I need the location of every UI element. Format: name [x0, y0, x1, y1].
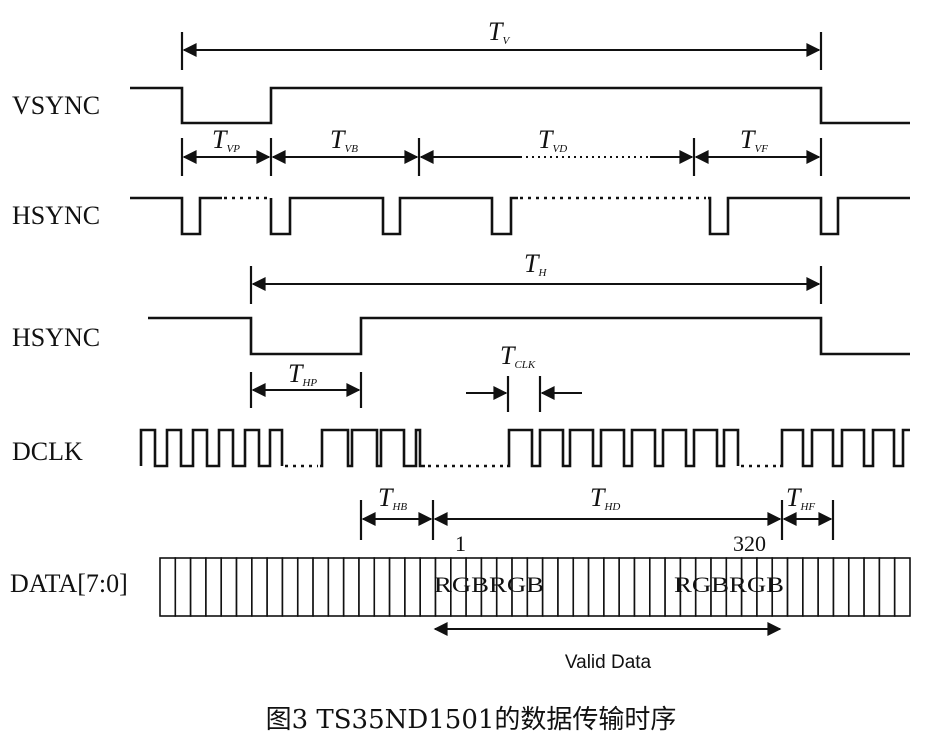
svg-text:TVP: TVP — [212, 125, 240, 155]
data-bus-label: DATA[7:0] — [10, 569, 128, 598]
tclk-sub: CLK — [514, 359, 535, 371]
data-bus-cell — [786, 557, 804, 617]
thd-label: T — [590, 483, 606, 512]
data-bus-cell — [159, 557, 177, 617]
th-label: T — [524, 249, 540, 278]
rgb-group-end: RGBRGB — [674, 572, 784, 597]
tv-sub: V — [502, 35, 510, 47]
hsync-frame-wave — [130, 196, 910, 236]
horizontal-data-dimensions: THB THD THF 1 320 — [359, 483, 835, 556]
data-bus-cell — [358, 557, 376, 617]
valid-data-label: Valid Data — [565, 652, 652, 673]
tvb-label: T — [330, 125, 346, 154]
hsync-frame-label: HSYNC — [12, 201, 100, 230]
svg-text:THD: THD — [590, 483, 620, 513]
thp-sub: HP — [301, 377, 317, 389]
data-bus-cell — [189, 557, 207, 617]
tv-dimension: TV — [180, 17, 823, 70]
svg-text:TVF: TVF — [740, 125, 768, 155]
data-bus-cell — [235, 557, 253, 617]
svg-text:THF: THF — [786, 483, 815, 513]
svg-text:THB: THB — [378, 483, 407, 513]
tvd-sub: VD — [552, 143, 567, 155]
figure-caption: 图3 TS35ND1501的数据传输时序 — [266, 705, 677, 735]
thp-label: T — [288, 359, 304, 388]
data-bus-cell — [802, 557, 819, 617]
hsync-line-label: HSYNC — [12, 323, 100, 352]
th-sub: H — [537, 267, 547, 279]
data-bus-cell — [557, 557, 575, 617]
data-bus-cell — [618, 557, 636, 617]
data-bus-cell — [266, 557, 284, 617]
vertical-period-dimensions: TVP TVB TVD TVF — [180, 125, 823, 176]
thf-sub: HF — [799, 501, 815, 513]
data-bus-cell — [817, 557, 835, 617]
data-bus-cell — [281, 557, 299, 617]
data-bus-cell — [648, 557, 666, 617]
svg-text:THP: THP — [288, 359, 317, 389]
tvp-sub: VP — [226, 143, 240, 155]
tclk-label: T — [500, 341, 516, 370]
data-bus-cell — [541, 557, 559, 617]
data-bus-cell — [603, 557, 620, 617]
tv-label: T — [488, 17, 504, 46]
data-bus-cell — [373, 557, 391, 617]
svg-text:TVD: TVD — [538, 125, 567, 155]
data-bus-cell — [863, 557, 881, 617]
data-bus-cell — [174, 557, 192, 617]
th-dimension: TH — [249, 249, 823, 304]
data-bus-cell — [296, 557, 314, 617]
rgb-group-start: RGBRGB — [434, 572, 544, 597]
data-last-index: 320 — [733, 531, 766, 556]
data-first-index: 1 — [455, 531, 466, 556]
data-bus-cell — [832, 557, 850, 617]
data-bus-cell — [342, 557, 360, 617]
tvd-label: T — [538, 125, 554, 154]
data-bus-cell — [587, 557, 605, 617]
dclk-wave — [139, 428, 910, 468]
data-bus-cell — [312, 557, 330, 617]
tvb-sub: VB — [344, 143, 358, 155]
tclk-dimension: TCLK — [466, 341, 582, 412]
thb-label: T — [378, 483, 394, 512]
thb-sub: HB — [391, 501, 407, 513]
data-bus-cell — [847, 557, 865, 617]
valid-data-span: Valid Data — [433, 622, 782, 673]
tvp-label: T — [212, 125, 228, 154]
data-bus-cell — [205, 557, 223, 617]
data-bus-cell — [388, 557, 406, 617]
svg-text:TV: TV — [488, 17, 510, 47]
data-bus-cell — [220, 557, 238, 617]
data-bus-cell — [893, 557, 911, 617]
thd-sub: HD — [603, 501, 620, 513]
hsync-line-wave — [148, 316, 910, 356]
vsync-label: VSYNC — [12, 91, 100, 120]
data-bus-cell — [633, 557, 651, 617]
tvf-label: T — [740, 125, 756, 154]
thf-label: T — [786, 483, 802, 512]
thp-dimension: THP — [249, 359, 363, 408]
data-bus-cell — [327, 557, 345, 617]
data-bus-cell — [404, 557, 422, 617]
dclk-label: DCLK — [12, 437, 83, 466]
vsync-wave — [130, 86, 910, 125]
data-bus-cell — [878, 557, 896, 617]
data-bus-cells — [159, 557, 911, 617]
svg-text:TVB: TVB — [330, 125, 358, 155]
svg-text:TH: TH — [524, 249, 547, 279]
data-bus-cell — [251, 557, 268, 617]
data-bus-cell — [572, 557, 590, 617]
svg-text:TCLK: TCLK — [500, 341, 536, 371]
tvf-sub: VF — [754, 143, 768, 155]
